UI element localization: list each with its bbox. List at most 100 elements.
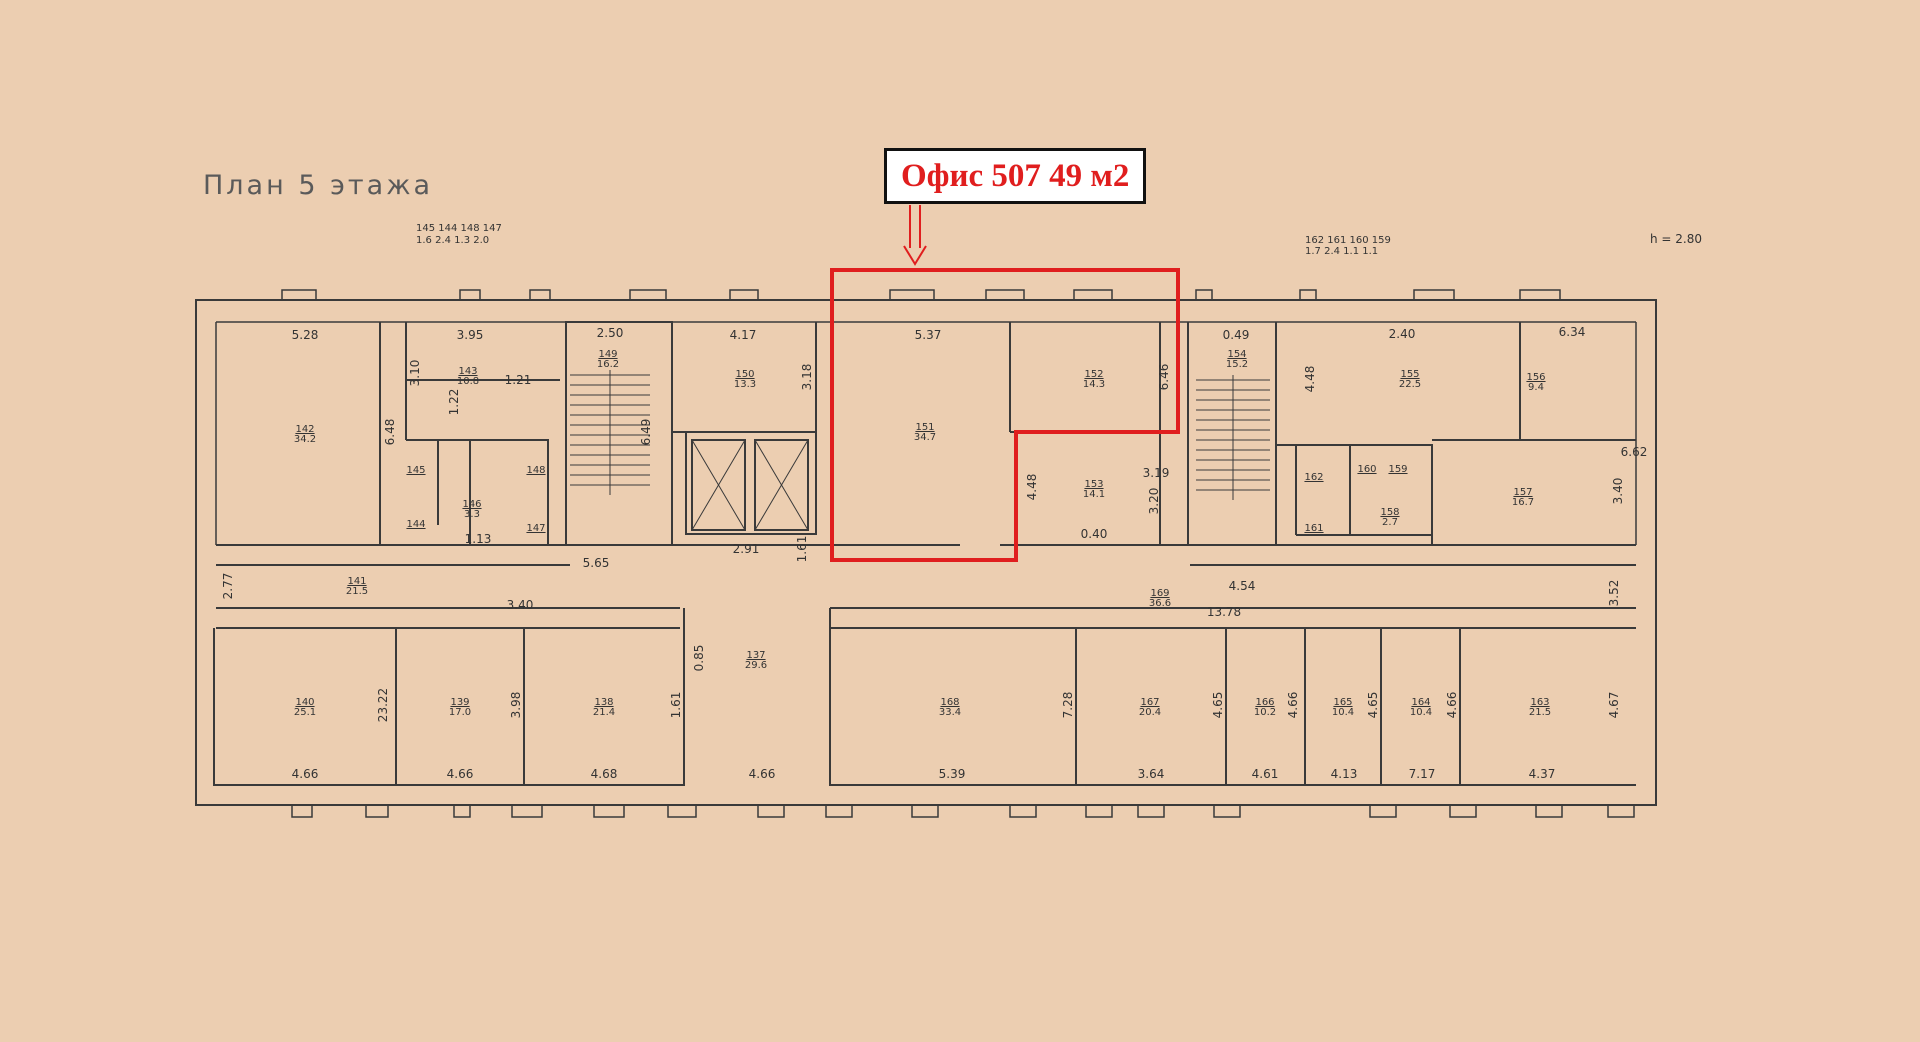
dimension-label: 3.10 (408, 360, 422, 387)
room-area: 36.6 (1149, 598, 1171, 609)
room-number: 140 (295, 697, 314, 708)
height-note: h = 2.80 (1650, 232, 1703, 246)
room-area: 10.4 (1332, 707, 1354, 718)
room-area: 21.5 (346, 586, 368, 597)
dimension-label: 1.13 (465, 532, 492, 546)
room-area: 29.6 (745, 660, 767, 671)
room-number: 143 (458, 366, 477, 377)
room-number: 161 (1304, 523, 1323, 534)
room-number: 142 (295, 424, 314, 435)
room-area: 21.4 (593, 707, 615, 718)
room-number: 145 (406, 465, 425, 476)
dimension-label: 0.40 (1081, 527, 1108, 541)
walls (195, 289, 1657, 818)
dimension-label: 4.67 (1607, 692, 1621, 719)
room-number: 154 (1227, 349, 1246, 360)
small-rooms-right-nums: 162 161 160 159 (1305, 235, 1391, 246)
room-number: 137 (746, 650, 765, 661)
room-area: 25.1 (294, 707, 316, 718)
room-number: 151 (915, 422, 934, 433)
dimension-label: 6.34 (1559, 325, 1586, 339)
room-area: 14.1 (1083, 489, 1105, 500)
small-rooms-left-areas: 1.6 2.4 1.3 2.0 (416, 235, 489, 246)
dimension-label: 3.40 (507, 598, 534, 612)
room-number: 152 (1084, 369, 1103, 380)
room-area: 15.2 (1226, 359, 1248, 370)
room-number: 153 (1084, 479, 1103, 490)
small-rooms-right-areas: 1.7 2.4 1.1 1.1 (1305, 246, 1378, 257)
room-number: 164 (1411, 697, 1430, 708)
room-area: 14.3 (1083, 379, 1105, 390)
dimension-label: 1.22 (447, 389, 461, 416)
plan-title: План 5 этажа (203, 170, 434, 201)
dimension-label: 2.91 (733, 542, 760, 556)
dimension-label: 1.61 (795, 536, 809, 563)
dimension-label: 5.39 (939, 767, 966, 781)
dimension-label: 7.17 (1409, 767, 1436, 781)
room-area: 22.5 (1399, 379, 1421, 390)
dimension-label: 3.95 (457, 328, 484, 342)
room-number: 168 (940, 697, 959, 708)
top-annotations: 145 144 148 147 1.6 2.4 1.3 2.0 162 161 … (416, 223, 1391, 257)
room-number: 162 (1304, 472, 1323, 483)
dimension-label: 3.18 (800, 364, 814, 391)
small-rooms-left-nums: 145 144 148 147 (416, 223, 502, 234)
room-number: 156 (1526, 372, 1545, 383)
office-label: Офис 507 49 м2 (884, 148, 1147, 204)
dimension-label: 13.78 (1207, 605, 1241, 619)
office-arrow (903, 205, 927, 266)
room-area: 34.7 (914, 432, 936, 443)
dimension-label: 3.19 (1143, 466, 1170, 480)
room-area: 17.0 (449, 707, 471, 718)
room-area: 9.4 (1528, 382, 1544, 393)
room-number: 144 (406, 519, 425, 530)
room-number: 158 (1380, 507, 1399, 518)
dimension-label: 4.66 (1286, 692, 1300, 719)
dimension-label: 6.48 (383, 419, 397, 446)
room-number: 169 (1150, 588, 1169, 599)
dimension-label: 6.46 (1157, 364, 1171, 391)
room-number: 150 (735, 369, 754, 380)
room-area: 34.2 (294, 434, 316, 445)
dimension-label: 0.85 (692, 645, 706, 672)
dimension-label: 5.37 (915, 328, 942, 342)
dimension-label: 4.66 (749, 767, 776, 781)
dimension-label: 4.61 (1252, 767, 1279, 781)
dimension-label: 4.37 (1529, 767, 1556, 781)
dimension-label: 4.48 (1025, 474, 1039, 501)
room-number: 146 (462, 499, 481, 510)
room-number: 163 (1530, 697, 1549, 708)
room-number: 160 (1357, 464, 1376, 475)
room-number: 149 (598, 349, 617, 360)
room-number: 166 (1255, 697, 1274, 708)
room-number: 155 (1400, 369, 1419, 380)
dimension-label: 1.21 (505, 373, 532, 387)
room-area: 2.7 (1382, 517, 1398, 528)
dimension-label: 6.49 (639, 419, 653, 446)
room-number: 147 (526, 523, 545, 534)
dimension-label: 3.64 (1138, 767, 1165, 781)
dimension-label: 4.65 (1366, 692, 1380, 719)
dimension-label: 3.52 (1607, 580, 1621, 607)
room-number: 165 (1333, 697, 1352, 708)
office-highlight (830, 268, 1180, 562)
room-number: 138 (594, 697, 613, 708)
dimension-label: 6.62 (1621, 445, 1648, 459)
dimension-label: 4.54 (1229, 579, 1256, 593)
dimension-label: 4.66 (292, 767, 319, 781)
dimension-label: 23.22 (376, 688, 390, 722)
dimension-label: 4.17 (730, 328, 757, 342)
dimension-label: 3.98 (509, 692, 523, 719)
dimension-label: 7.28 (1061, 692, 1075, 719)
dimension-label: 2.40 (1389, 327, 1416, 341)
room-area: 16.7 (1512, 497, 1534, 508)
room-area: 21.5 (1529, 707, 1551, 718)
room-area: 13.3 (734, 379, 756, 390)
room-number: 159 (1388, 464, 1407, 475)
room-number: 167 (1140, 697, 1159, 708)
room-number: 141 (347, 576, 366, 587)
dimension-label: 2.77 (221, 573, 235, 600)
